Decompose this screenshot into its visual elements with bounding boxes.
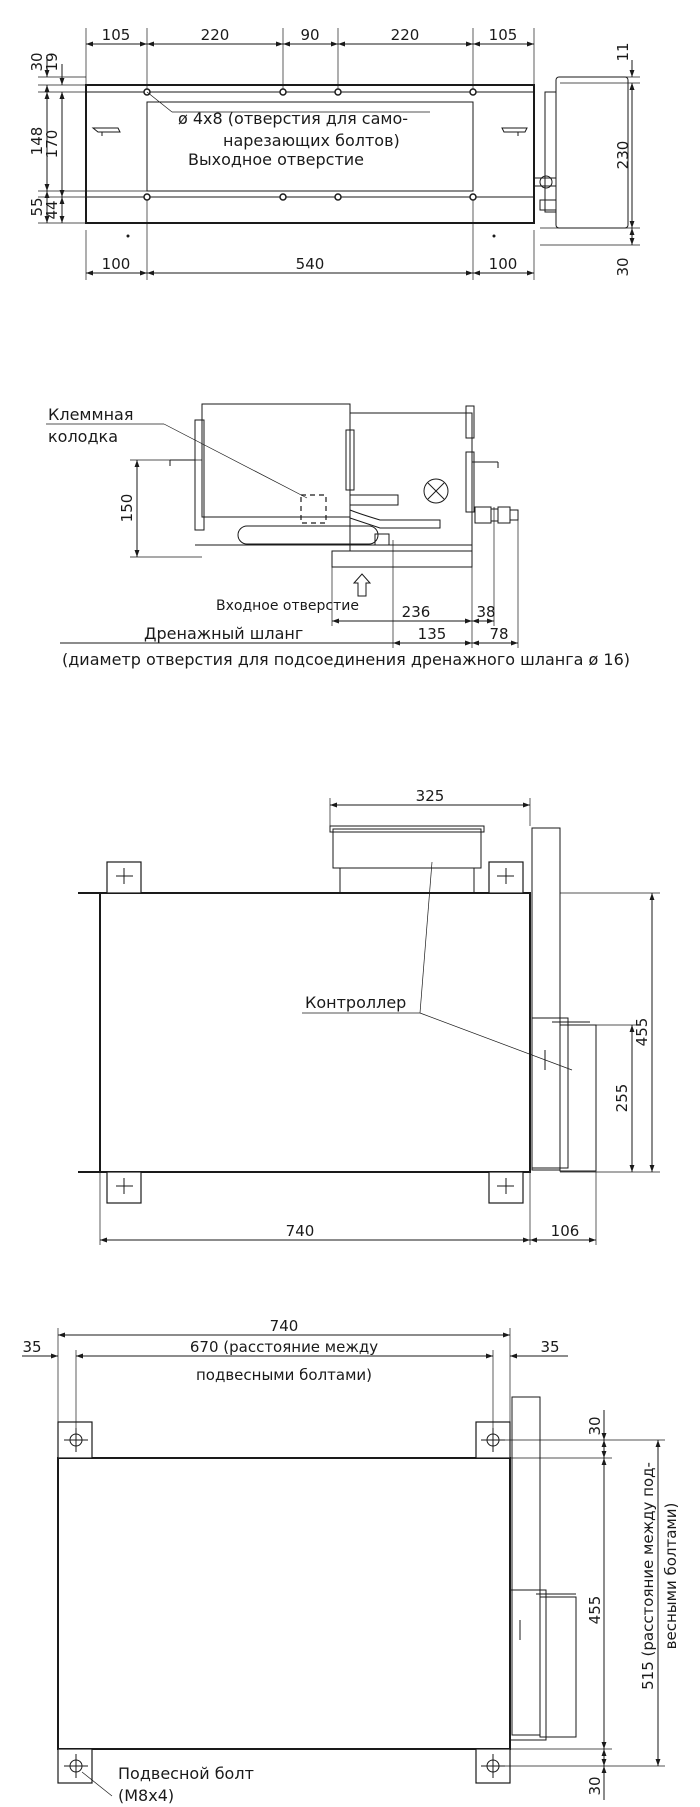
unit-body bbox=[85, 84, 535, 224]
dim-text: 19 bbox=[43, 52, 61, 71]
screw-holes bbox=[143, 88, 477, 201]
controller-label: Контроллер bbox=[305, 993, 406, 1012]
dim-text: 11 bbox=[614, 42, 632, 61]
leader-line bbox=[81, 1771, 113, 1797]
hanger-brackets bbox=[106, 861, 524, 1204]
bolt-label: (M8x4) bbox=[118, 1786, 174, 1805]
dim-text: 255 bbox=[613, 1084, 631, 1113]
dim-text: 90 bbox=[300, 26, 319, 44]
dim-text: 135 bbox=[418, 625, 447, 643]
dim-text: 540 bbox=[296, 255, 325, 273]
dim-text: 100 bbox=[489, 255, 518, 273]
dim-text: 35 bbox=[540, 1338, 559, 1356]
dim-text: 30 bbox=[586, 1416, 604, 1435]
hanger-bracket bbox=[91, 127, 121, 133]
suspension-bolt-icon bbox=[64, 1428, 505, 1778]
view-bottom: 740 670 (расстояние между подвесными бол… bbox=[22, 1317, 680, 1805]
terminal-label: колодка bbox=[48, 427, 118, 446]
dim-text: 100 bbox=[102, 255, 131, 273]
hanger-bracket bbox=[501, 127, 528, 133]
dim-text: 106 bbox=[551, 1222, 580, 1240]
outlet-label: Выходное отверстие bbox=[188, 150, 364, 169]
control-box-flange bbox=[544, 91, 557, 213]
dim-text: 670 (расстояние между bbox=[190, 1338, 378, 1356]
hole-note-text: нарезающих болтов) bbox=[223, 131, 400, 150]
outlet-opening bbox=[146, 101, 474, 192]
inlet-label: Входное отверстие bbox=[216, 598, 359, 614]
dim-text: 170 bbox=[43, 130, 61, 159]
inlet-arrow-icon bbox=[352, 573, 372, 597]
inlet-duct bbox=[331, 550, 473, 568]
view-top: 325 Контроллер 455 255 740 106 bbox=[78, 787, 660, 1245]
dim-text: 30 bbox=[586, 1776, 604, 1795]
dim-text: 105 bbox=[489, 26, 518, 44]
drain-label: Дренажный шланг bbox=[144, 624, 303, 643]
dim-text: 236 bbox=[402, 603, 431, 621]
dim-text: 220 bbox=[201, 26, 230, 44]
dim-text: 740 bbox=[286, 1222, 315, 1240]
terminal-block-marker bbox=[300, 494, 327, 524]
hanger-brackets bbox=[57, 1421, 511, 1784]
dim-text: 38 bbox=[476, 603, 495, 621]
hole-note-text: ø 4x8 (отверстия для само- bbox=[178, 109, 408, 128]
unit-body bbox=[99, 892, 531, 1173]
drain-pan bbox=[237, 525, 379, 545]
bolt-label: Подвесной болт bbox=[118, 1764, 254, 1783]
dim-text: 105 bbox=[102, 26, 131, 44]
controller-box bbox=[559, 1024, 597, 1172]
dim-text: 78 bbox=[489, 625, 508, 643]
dim-text: 740 bbox=[270, 1317, 299, 1335]
dim-text: весными болтами) bbox=[662, 1503, 680, 1650]
leader-line bbox=[146, 91, 173, 113]
dim-text: 30 bbox=[614, 257, 632, 276]
dim-text: 515 (расстояние между под- bbox=[639, 1462, 657, 1690]
dim-text: 35 bbox=[22, 1338, 41, 1356]
dim-text: 325 bbox=[416, 787, 445, 805]
unit-body bbox=[57, 1457, 511, 1750]
extension-lines bbox=[331, 507, 519, 648]
side-flange bbox=[531, 827, 561, 1171]
leader-line bbox=[163, 423, 308, 499]
dim-text: 55 bbox=[28, 197, 46, 216]
dim-text: 220 bbox=[391, 26, 420, 44]
dim-text: 230 bbox=[614, 141, 632, 170]
dim-text: 150 bbox=[118, 494, 136, 523]
top-control-box bbox=[332, 828, 482, 869]
dim-text: подвесными болтами) bbox=[196, 1366, 372, 1384]
view-outlet-front: 105 220 90 220 105 ø 4x8 (отверстия для bbox=[28, 26, 640, 280]
side-flange bbox=[511, 1396, 541, 1736]
terminal-box bbox=[201, 403, 351, 518]
dim-text: 455 bbox=[633, 1018, 651, 1047]
valve-symbol bbox=[423, 478, 449, 504]
drain-note: (диаметр отверстия для подсоединения дре… bbox=[62, 650, 630, 669]
side-body bbox=[349, 412, 473, 552]
pipe-fitting bbox=[474, 506, 492, 524]
view-side: Клеммная колодка 150 Входное отверстие 2… bbox=[46, 403, 630, 669]
terminal-label: Клеммная bbox=[48, 405, 133, 424]
dim-text: 30 bbox=[28, 52, 46, 71]
leader-line bbox=[419, 1012, 573, 1071]
dim-text: 148 bbox=[28, 127, 46, 156]
dim-text: 44 bbox=[43, 200, 61, 219]
controller-box bbox=[539, 1596, 577, 1738]
left-dimension-line bbox=[44, 55, 65, 223]
dim-text: 455 bbox=[586, 1596, 604, 1625]
leader-line bbox=[419, 861, 433, 1014]
